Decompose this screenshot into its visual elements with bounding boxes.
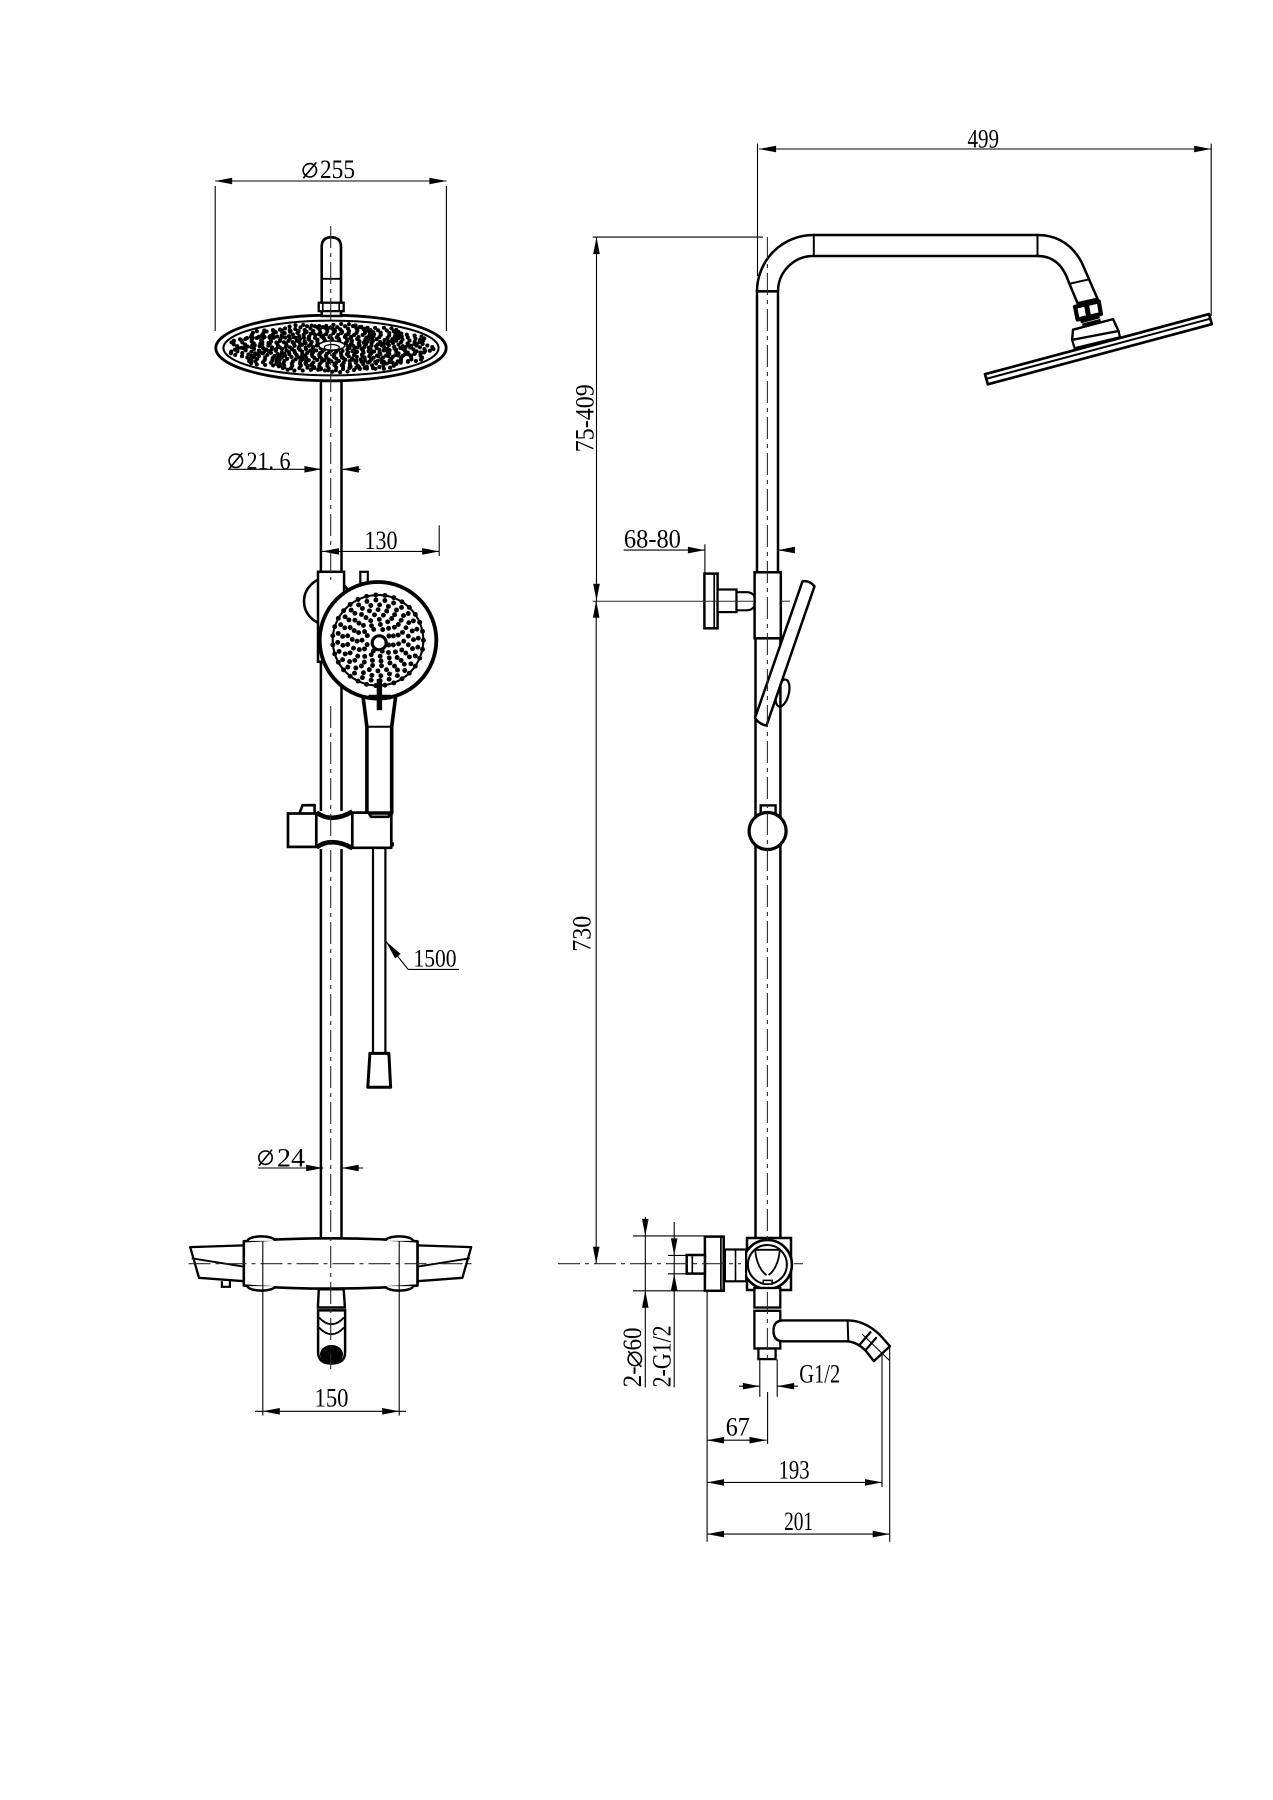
svg-text:21. 6: 21. 6: [247, 448, 291, 475]
svg-text:193: 193: [779, 1456, 810, 1485]
svg-text:730: 730: [568, 916, 597, 952]
svg-text:499: 499: [968, 125, 1000, 154]
svg-text:150: 150: [315, 1384, 349, 1413]
svg-text:2-G1/2: 2-G1/2: [647, 1325, 676, 1387]
svg-text:75-409: 75-409: [571, 384, 600, 452]
svg-text:60: 60: [618, 1328, 647, 1351]
svg-text:130: 130: [365, 526, 398, 555]
svg-text:68-80: 68-80: [624, 525, 681, 554]
svg-text:67: 67: [726, 1413, 750, 1442]
svg-text:255: 255: [320, 155, 355, 184]
svg-text:201: 201: [784, 1507, 813, 1536]
svg-text:1500: 1500: [414, 946, 457, 973]
svg-text:2-: 2-: [618, 1366, 647, 1387]
svg-text:24: 24: [277, 1144, 305, 1173]
svg-text:G1/2: G1/2: [799, 1360, 840, 1389]
